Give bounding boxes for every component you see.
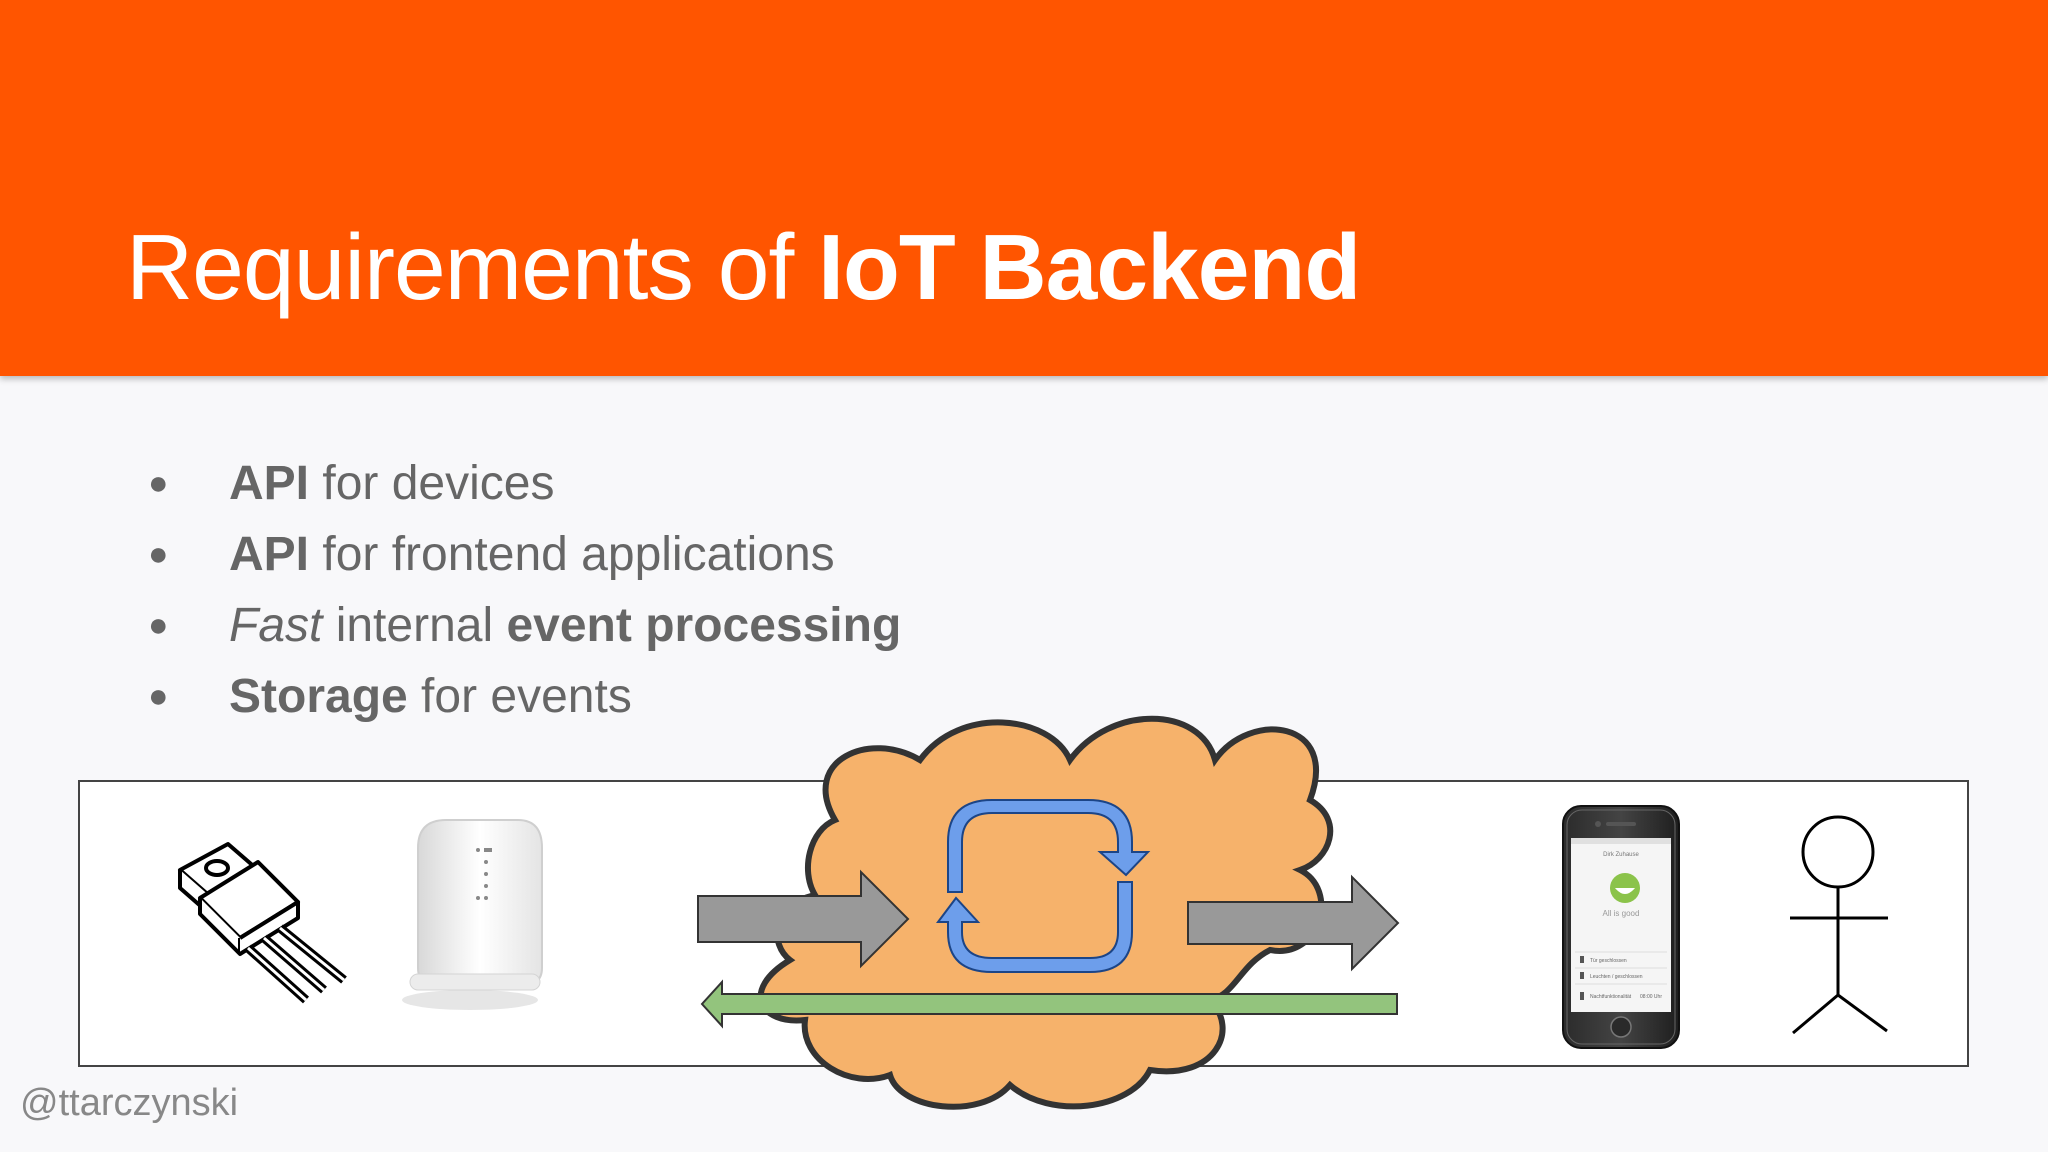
- stick-figure-icon: [1790, 815, 1888, 1035]
- phone-row1: Tür geschlossen: [1590, 958, 1627, 964]
- phone-row3-value: 08:00 Uhr: [1640, 994, 1662, 1000]
- bullet-bold: API: [229, 528, 310, 581]
- title-bold: IoT Backend: [818, 215, 1361, 319]
- author-handle: @ttarczynski: [20, 1082, 239, 1124]
- bullet-dot: ●: [148, 677, 169, 715]
- bullet-item: ● API for frontend applications: [140, 519, 901, 590]
- bullet-dot: ●: [148, 535, 169, 573]
- bullet-bold: API: [229, 457, 310, 510]
- return-arrow: [700, 979, 1398, 1029]
- cycle-arrows-icon: [936, 799, 1151, 973]
- phone-row3: Nachtfunktionalität: [1590, 994, 1632, 1000]
- frontend-output-arrow: [1187, 874, 1400, 972]
- header-band: Requirements of IoT Backend: [0, 0, 2048, 376]
- bullet-dot: ●: [148, 606, 169, 644]
- smartphone-icon: Dirk Zuhause All is good Tür geschlossen…: [1562, 805, 1680, 1049]
- bullet-item: ● API for devices: [140, 448, 901, 519]
- iot-diagram: Dirk Zuhause All is good Tür geschlossen…: [78, 715, 1969, 1110]
- phone-status: All is good: [1603, 909, 1640, 918]
- title-prefix: Requirements of: [126, 215, 819, 319]
- phone-name-line: Dirk Zuhause: [1603, 852, 1639, 858]
- bullet-text: for frontend applications: [309, 528, 835, 581]
- bullet-text: for devices: [309, 457, 555, 510]
- bullet-text: internal: [322, 599, 507, 652]
- bullet-list: ● API for devices ● API for frontend appli…: [140, 448, 901, 732]
- bullet-dot: ●: [148, 464, 169, 502]
- device-input-arrow: [697, 869, 910, 969]
- bullet-item: ● Storage for events: [140, 661, 901, 732]
- bullet-italic: Fast: [229, 599, 323, 652]
- bullet-text: for events: [407, 670, 632, 723]
- phone-row2: Leuchten / geschlossen: [1590, 974, 1643, 980]
- transistor-icon: [178, 842, 347, 1004]
- bullet-bold: event processing: [506, 599, 902, 652]
- bullet-bold: Storage: [229, 670, 408, 723]
- slide-title: Requirements of IoT Backend: [126, 212, 1361, 322]
- bullet-item: ● Fast internal event processing: [140, 590, 901, 661]
- gateway-device-icon: [402, 819, 543, 1010]
